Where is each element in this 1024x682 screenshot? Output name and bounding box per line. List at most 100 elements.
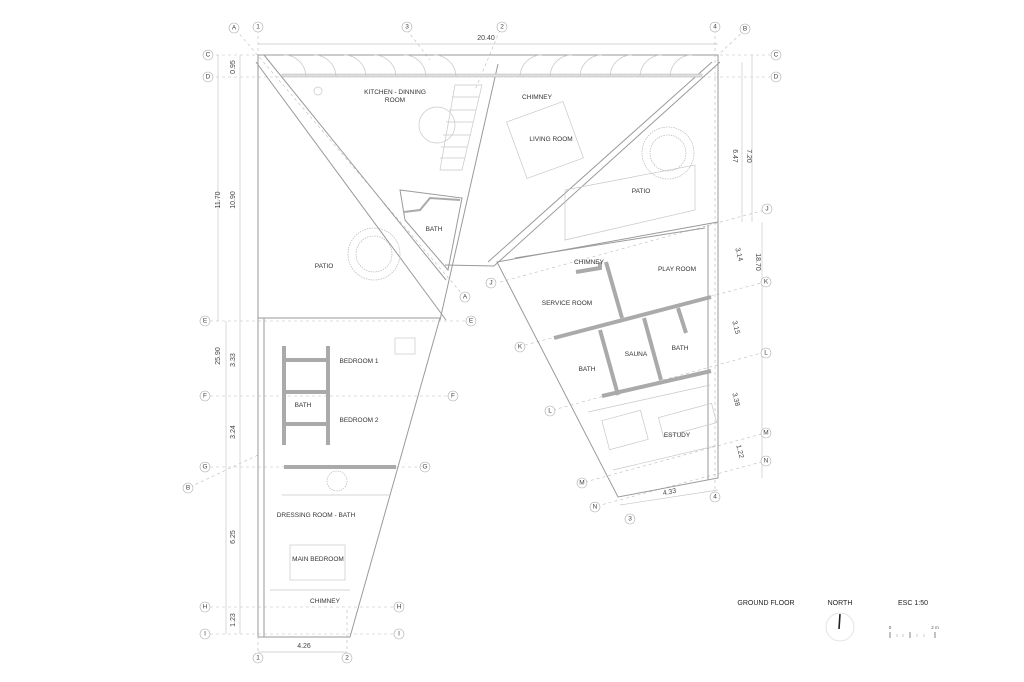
legend: GROUND FLOOR NORTH ESC 1:50 0 2 m xyxy=(737,600,939,642)
tree-icon xyxy=(326,470,348,492)
svg-text:M: M xyxy=(763,430,768,437)
svg-text:3: 3 xyxy=(405,24,409,31)
room-label: SERVICE ROOM xyxy=(542,300,592,307)
svg-text:A: A xyxy=(232,25,237,32)
room-label: BEDROOM 2 xyxy=(339,417,378,424)
room-label: ESTUDY xyxy=(664,432,691,439)
grid-label: G xyxy=(419,461,431,473)
svg-text:I: I xyxy=(398,631,400,638)
svg-text:A: A xyxy=(463,294,468,301)
grid-label: 2 xyxy=(341,652,353,664)
svg-text:D: D xyxy=(206,74,211,81)
scale-end: 2 m xyxy=(931,625,939,630)
grid-label: N xyxy=(589,501,601,513)
svg-text:K: K xyxy=(764,279,769,286)
room-label: BATH xyxy=(672,345,689,352)
room-label: MAIN BEDROOM xyxy=(292,556,344,563)
drawing-title: GROUND FLOOR xyxy=(737,600,794,607)
dimension-label: 3.15 xyxy=(730,320,740,335)
svg-text:L: L xyxy=(764,350,768,357)
grid-label: 1 xyxy=(252,652,264,664)
svg-text:F: F xyxy=(451,393,455,400)
svg-text:1: 1 xyxy=(256,24,260,31)
room-label: PLAY ROOM xyxy=(658,266,696,273)
svg-text:J: J xyxy=(489,280,492,287)
dimension-label: 4.26 xyxy=(297,643,311,650)
svg-text:E: E xyxy=(203,318,208,325)
dimension-label: 10.90 xyxy=(230,191,237,209)
room-label: PATIO xyxy=(315,263,334,270)
tree-icon xyxy=(347,227,401,281)
dimension-labels: 20.40 0.95 11.70 10.90 25.90 3.33 3.24 6… xyxy=(215,35,761,650)
svg-text:2: 2 xyxy=(500,24,504,31)
dimension-label: 1.22 xyxy=(734,444,744,459)
grid-label: 2 xyxy=(496,21,508,33)
svg-text:E: E xyxy=(469,318,474,325)
svg-text:I: I xyxy=(204,631,206,638)
svg-text:G: G xyxy=(422,464,427,471)
grid-label: K xyxy=(514,341,526,353)
dimension-label: 3.38 xyxy=(730,392,740,407)
grid-label: 4 xyxy=(709,491,721,503)
svg-text:G: G xyxy=(202,464,207,471)
room-labels: KITCHEN - DINNING ROOM CHIMNEY LIVING RO… xyxy=(277,89,696,605)
room-label: CHIMNEY xyxy=(574,259,605,266)
svg-text:4: 4 xyxy=(713,494,717,501)
grid-label: D xyxy=(770,71,782,83)
grid-label: G xyxy=(199,461,211,473)
dimension-label: 20.40 xyxy=(477,35,495,42)
grid-lines xyxy=(189,29,770,655)
svg-text:N: N xyxy=(764,458,769,465)
svg-text:F: F xyxy=(203,393,207,400)
grid-label: 1 xyxy=(252,21,264,33)
grid-label: F xyxy=(199,390,211,402)
room-label: CHIMNEY xyxy=(522,94,553,101)
svg-text:1: 1 xyxy=(256,655,260,662)
grid-label: L xyxy=(544,405,556,417)
dimension-label: 0.95 xyxy=(230,60,237,74)
room-label: BATH xyxy=(295,402,312,409)
room-label: CHIMNEY xyxy=(310,598,341,605)
svg-text:B: B xyxy=(743,26,747,33)
grid-label: B xyxy=(182,482,194,494)
grid-label: I xyxy=(393,628,405,640)
room-label: BATH xyxy=(579,366,596,373)
grid-label: M xyxy=(760,427,772,439)
dimension-label: 6.47 xyxy=(731,149,738,163)
svg-text:H: H xyxy=(203,604,208,611)
svg-text:C: C xyxy=(774,52,779,59)
grid-label: N xyxy=(760,455,772,467)
dimension-label: 6.25 xyxy=(230,530,237,544)
dimension-label: 3.14 xyxy=(733,247,743,262)
scale-label: ESC 1:50 xyxy=(898,600,928,607)
svg-text:L: L xyxy=(548,408,552,415)
svg-text:2: 2 xyxy=(345,655,349,662)
grid-label: C xyxy=(770,49,782,61)
svg-text:M: M xyxy=(579,480,584,487)
svg-text:4: 4 xyxy=(713,24,717,31)
dimension-lines xyxy=(217,43,763,653)
svg-text:K: K xyxy=(518,344,523,351)
grid-label: 3 xyxy=(624,513,636,525)
grid-label: 3 xyxy=(401,21,413,33)
grid-label: 4 xyxy=(709,21,721,33)
room-label: PATIO xyxy=(632,188,651,195)
scale-bar xyxy=(889,632,936,638)
grid-label: J xyxy=(485,277,497,289)
svg-text:B: B xyxy=(186,485,190,492)
dimension-label: 1.23 xyxy=(230,613,237,627)
grid-label: H xyxy=(393,601,405,613)
north-label: NORTH xyxy=(828,600,853,607)
room-label: LIVING ROOM xyxy=(529,136,572,143)
grid-label: L xyxy=(760,347,772,359)
dimension-label: 7.20 xyxy=(745,149,752,163)
grid-label: E xyxy=(465,315,477,327)
grid-label: H xyxy=(199,601,211,613)
room-label: KITCHEN - DINNING xyxy=(364,89,426,96)
grid-label: B xyxy=(739,23,751,35)
dimension-label: 11.70 xyxy=(215,191,222,208)
grid-label: F xyxy=(447,390,459,402)
grid-label: C xyxy=(202,49,214,61)
grid-label: I xyxy=(199,628,211,640)
